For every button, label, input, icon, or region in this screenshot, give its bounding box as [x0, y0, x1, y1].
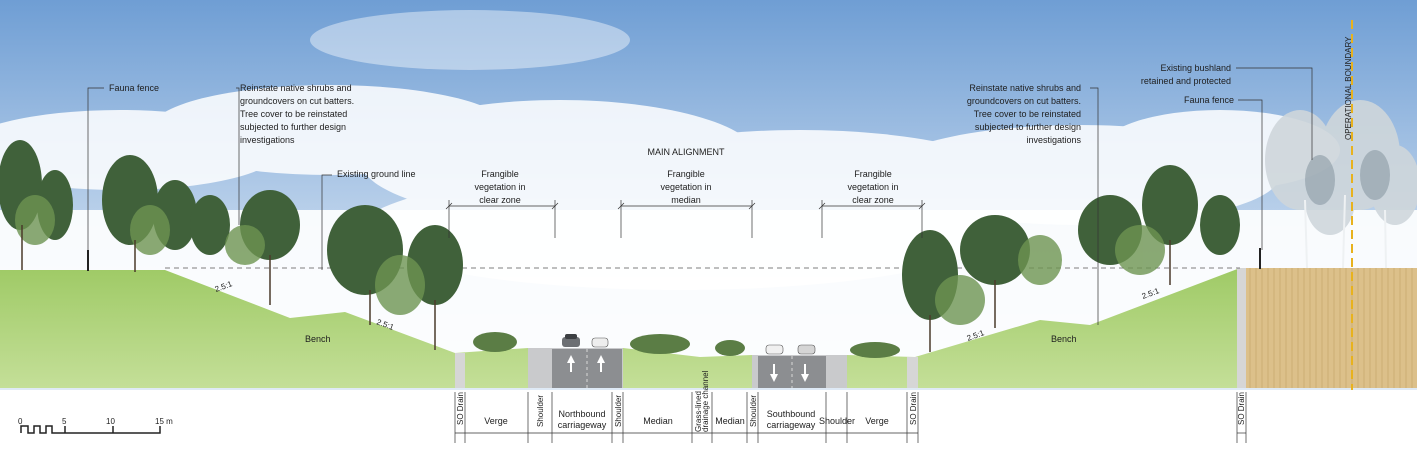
- southbound-lanes: [758, 356, 826, 388]
- so-drain-right-fill: [907, 357, 918, 388]
- zone-shoulder-3: Shoulder: [749, 395, 758, 427]
- operational-boundary-label: OPERATIONAL BOUNDARY: [1344, 36, 1353, 140]
- frangible-clear-zone-left-label: Frangible vegetation in clear zone: [474, 169, 525, 205]
- svg-text:vegetation in: vegetation in: [847, 182, 898, 192]
- reinstate-right-label: Reinstate native shrubs and groundcovers…: [967, 83, 1082, 145]
- scale-tick-0: 0: [18, 417, 23, 426]
- svg-text:groundcovers on cut batters.: groundcovers on cut batters.: [240, 96, 354, 106]
- svg-text:Frangible: Frangible: [481, 169, 519, 179]
- zone-shoulder-2: Shoulder: [614, 395, 623, 427]
- svg-text:clear zone: clear zone: [852, 195, 894, 205]
- zone-so-drain-right: SO Drain: [909, 392, 918, 425]
- zone-northbound: Northbound carriageway: [558, 409, 607, 430]
- svg-text:clear zone: clear zone: [479, 195, 521, 205]
- svg-text:Reinstate native shrubs and: Reinstate native shrubs and: [240, 83, 352, 93]
- zone-so-drain-far: SO Drain: [1237, 392, 1246, 425]
- scale-tick-10: 10: [106, 417, 115, 426]
- svg-text:Grass-lined: Grass-lined: [694, 391, 703, 432]
- svg-text:Tree cover to be reinstated: Tree cover to be reinstated: [974, 109, 1081, 119]
- svg-text:carriageway: carriageway: [558, 420, 607, 430]
- so-drain-left-fill: [455, 353, 465, 388]
- terrain-cut: [0, 268, 1246, 388]
- scale-tick-5: 5: [62, 417, 67, 426]
- svg-text:investigations: investigations: [1026, 135, 1081, 145]
- svg-text:Southbound: Southbound: [767, 409, 816, 419]
- zone-median-1: Median: [643, 416, 673, 426]
- reinstate-left-label: Reinstate native shrubs and groundcovers…: [240, 83, 354, 145]
- svg-text:subjected to further design: subjected to further design: [975, 122, 1081, 132]
- zone-so-drain-left: SO Drain: [456, 392, 465, 425]
- svg-text:Frangible: Frangible: [667, 169, 705, 179]
- so-drain-far-fill: [1237, 268, 1246, 388]
- bench-label-left: Bench: [305, 334, 331, 344]
- svg-text:Tree cover to be reinstated: Tree cover to be reinstated: [240, 109, 347, 119]
- scale-bar: 0 5 10 15 m: [18, 417, 173, 434]
- svg-text:carriageway: carriageway: [767, 420, 816, 430]
- svg-text:Reinstate native shrubs and: Reinstate native shrubs and: [969, 83, 1081, 93]
- zone-southbound: Southbound carriageway: [767, 409, 816, 430]
- scale-tick-15: 15 m: [155, 417, 173, 426]
- existing-bushland-block: [1246, 268, 1417, 388]
- trees: [0, 100, 1417, 358]
- svg-text:vegetation in: vegetation in: [474, 182, 525, 192]
- zone-dimension-lines: [454, 392, 1247, 443]
- zone-grass-channel: Grass-lined drainage channel: [694, 370, 710, 432]
- existing-bushland-label: Existing bushland retained and protected: [1141, 63, 1231, 86]
- northbound-arrow-icons: [567, 355, 605, 372]
- svg-text:retained and protected: retained and protected: [1141, 76, 1231, 86]
- svg-text:groundcovers on cut batters.: groundcovers on cut batters.: [967, 96, 1081, 106]
- fauna-fence-right-label: Fauna fence: [1184, 95, 1234, 105]
- svg-text:median: median: [671, 195, 701, 205]
- svg-text:subjected to further design: subjected to further design: [240, 122, 346, 132]
- svg-text:Frangible: Frangible: [854, 169, 892, 179]
- zone-median-2: Median: [715, 416, 745, 426]
- car-icons: [562, 334, 816, 355]
- frangible-median-label: Frangible vegetation in median: [660, 169, 711, 205]
- frangible-dimension-lines: [445, 200, 926, 238]
- annotation-leaders: [87, 67, 1313, 325]
- main-alignment-title: MAIN ALIGNMENT: [647, 147, 725, 157]
- svg-text:investigations: investigations: [240, 135, 295, 145]
- svg-text:Northbound: Northbound: [558, 409, 605, 419]
- bench-label-right: Bench: [1051, 334, 1077, 344]
- zone-verge-left: Verge: [484, 416, 508, 426]
- svg-text:drainage channel: drainage channel: [701, 370, 710, 432]
- zone-verge-right: Verge: [865, 416, 889, 426]
- frangible-clear-zone-right-label: Frangible vegetation in clear zone: [847, 169, 898, 205]
- fauna-fence-left-label: Fauna fence: [109, 83, 159, 93]
- svg-text:Existing bushland: Existing bushland: [1160, 63, 1231, 73]
- svg-text:vegetation in: vegetation in: [660, 182, 711, 192]
- zone-shoulder-4: Shoulder: [819, 416, 855, 426]
- zone-shoulder-1: Shoulder: [536, 395, 545, 427]
- existing-ground-line-label: Existing ground line: [337, 169, 416, 179]
- southbound-arrow-icons: [770, 364, 809, 382]
